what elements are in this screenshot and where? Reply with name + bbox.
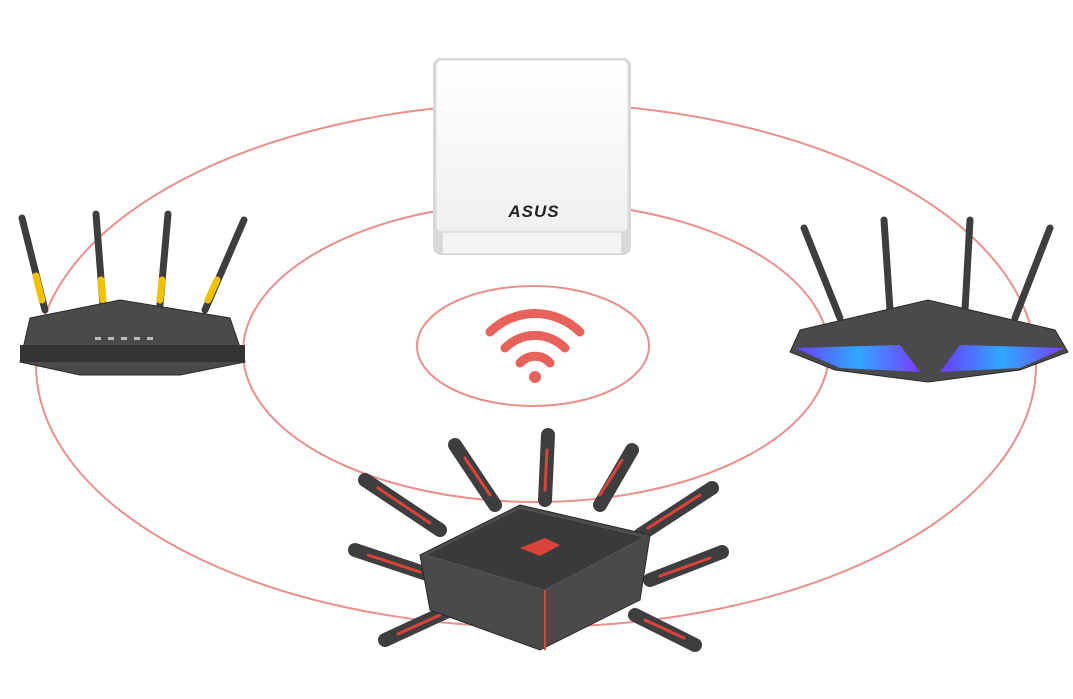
- asus-logo: ASUS: [507, 202, 559, 221]
- wifi-icon: [485, 309, 585, 383]
- rgb-router: [789, 216, 1069, 383]
- inner-ring: [416, 285, 650, 407]
- rog-router: [348, 428, 729, 652]
- tuf-router: [18, 210, 248, 376]
- asus-mesh-node: ASUS: [433, 58, 631, 255]
